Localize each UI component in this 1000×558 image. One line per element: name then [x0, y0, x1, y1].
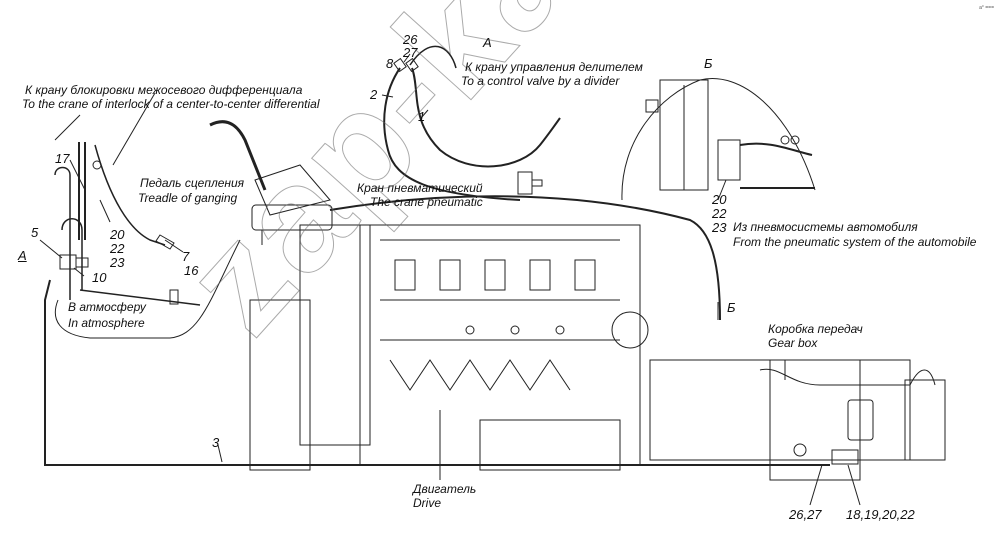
clutch-pedal-assembly — [39, 92, 241, 339]
atmosphere-label-ru: В атмосферу — [68, 300, 146, 314]
detail-a-hoses — [381, 45, 561, 201]
interlock-label-en: To the crane of interlock of a center-to… — [22, 97, 320, 111]
callout-26-top: 26 — [403, 32, 418, 47]
gearbox-valve — [831, 449, 859, 465]
pneumatic-crane-body — [517, 171, 533, 195]
callout-2: 2 — [370, 87, 378, 102]
callout-23-left: 23 — [110, 255, 125, 270]
interlock-label-ru: К крану блокировки межосевого дифференци… — [25, 83, 303, 97]
engine-label-ru: Двигатель — [413, 482, 477, 496]
view-b-label: Б — [704, 56, 713, 71]
callout-18-19-20-22: 18,19,20,22 — [846, 507, 915, 522]
callout-7: 7 — [182, 249, 190, 264]
callout-20-right: 20 — [712, 192, 727, 207]
callout-23-right: 23 — [712, 220, 727, 235]
engine-block — [249, 195, 721, 471]
gearbox-label-en: Gear box — [768, 336, 818, 350]
clutch-pedal-label-ru: Педаль сцепления — [140, 176, 245, 190]
pneumatic-system-label-ru: Из пневмосистемы автомобиля — [733, 220, 918, 234]
gear-shift-lever — [209, 120, 333, 245]
view-a-label: A — [483, 35, 492, 50]
callout-10: 10 — [92, 270, 107, 285]
atmosphere-label-en: In atmosphere — [68, 316, 145, 330]
callout-22-left: 22 — [110, 241, 125, 256]
engine-label-en: Drive — [413, 496, 442, 510]
callout-3: 3 — [212, 435, 220, 450]
pneumatic-system-label-en: From the pneumatic system of the automob… — [733, 235, 977, 249]
callout-20-left: 20 — [110, 227, 125, 242]
callout-8: 8 — [386, 56, 394, 71]
callout-17: 17 — [55, 151, 70, 166]
callout-5: 5 — [31, 225, 39, 240]
divider-label-en: To a control valve by a divider — [461, 74, 620, 88]
gearbox — [649, 359, 946, 506]
callout-22-right: 22 — [712, 206, 727, 221]
callout-26-27: 26,27 — [789, 507, 822, 522]
pneumatic-crane-label-ru: Кран пневматический — [357, 181, 483, 195]
callout-27-top: 27 — [403, 45, 418, 60]
view-a-arrow-label: A — [18, 248, 27, 263]
view-b-arrow-label: Б — [727, 300, 736, 315]
corner-mark: a° === — [979, 5, 994, 11]
pneumatic-crane-label-en: The crane pneumatic — [370, 195, 483, 209]
clutch-pedal-label-en: Treadle of ganging — [138, 191, 238, 205]
gearbox-label-ru: Коробка передач — [768, 322, 863, 336]
divider-label-ru: К крану управления делителем — [465, 60, 643, 74]
detail-b-bracket — [621, 78, 816, 201]
hose-3 — [44, 279, 830, 466]
callout-16: 16 — [184, 263, 199, 278]
callout-1: 1 — [418, 109, 426, 124]
